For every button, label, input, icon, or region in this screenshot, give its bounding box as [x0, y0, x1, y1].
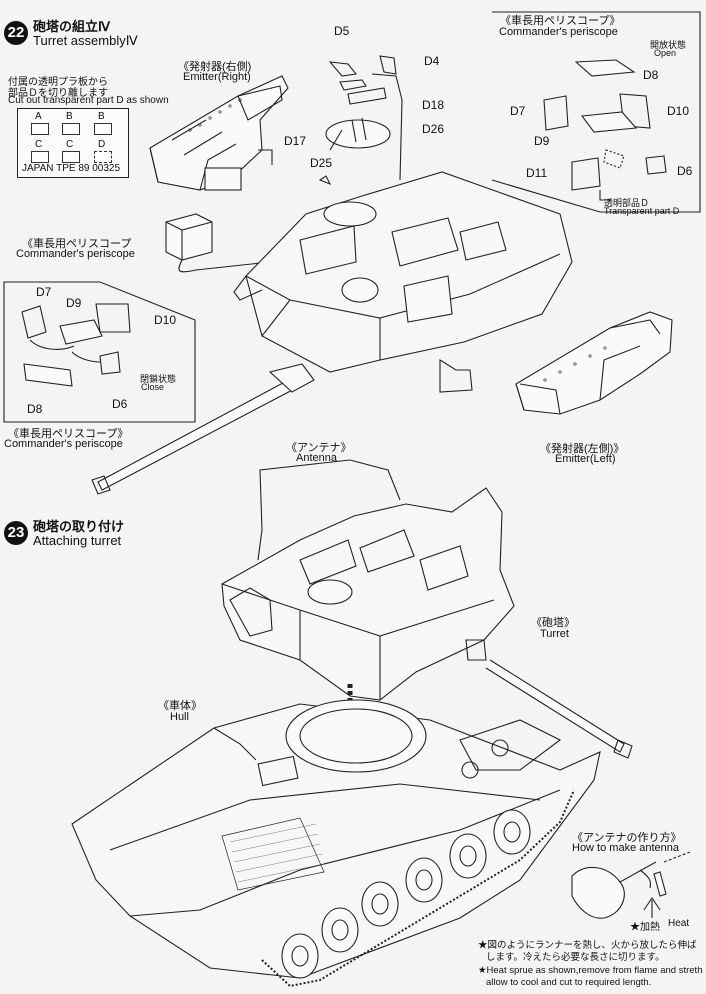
open-state-en: Open	[654, 48, 677, 58]
part-d26: D26	[422, 122, 445, 136]
step-22-number: 22	[4, 21, 28, 45]
sheet-cell-b2	[94, 123, 112, 135]
sheet-label-c1: C	[35, 139, 43, 150]
antenna-note-jp-1: ★図のようにランナーを熱し、火から放したら伸ば	[478, 940, 697, 951]
sheet-label-a: A	[35, 111, 42, 122]
make-antenna-label-jp: 《アンテナの作り方》	[572, 832, 682, 844]
close-inset-title-en: Commander's periscope	[4, 438, 123, 450]
antenna-howto-drawing	[571, 851, 691, 919]
sheet-cell-c1	[31, 151, 49, 163]
close-state-en: Close	[141, 382, 165, 392]
antenna-label-en: Antenna	[296, 452, 337, 464]
sheet-label-b1: B	[66, 111, 73, 122]
open-inset-title-en: Commander's periscope	[499, 26, 618, 38]
open-part-d11: D11	[526, 166, 548, 180]
step-23-title-en: Attaching turret	[33, 533, 122, 548]
close-inset-frame	[3, 281, 196, 423]
close-part-d7: D7	[36, 285, 52, 299]
sheet-label-d: D	[98, 139, 106, 150]
step-22-title-en: Turret assemblyⅣ	[33, 33, 138, 48]
close-part-d8: D8	[27, 402, 43, 416]
open-inset-title-jp: 《車長用ペリスコープ》	[500, 15, 621, 27]
transparent-part-en: Transparent part D	[604, 206, 680, 216]
antenna-label-jp: 《アンテナ》	[286, 442, 352, 454]
sheet-label-b2: B	[98, 111, 105, 122]
turret-drawing-step22	[91, 171, 573, 495]
make-antenna-label-en: How to make antenna	[572, 842, 680, 854]
cmd-periscope-label-jp: 《車長用ペリスコープ	[22, 238, 132, 250]
close-part-d10: D10	[154, 313, 177, 327]
cmd-periscope-label-en: Commander's periscope	[16, 248, 135, 260]
close-part-d6: D6	[112, 397, 128, 411]
periscope-box-drawing	[165, 213, 271, 273]
turret-label-en: Turret	[540, 628, 569, 640]
emitter-right-label-jp: 《発射器(右側)	[178, 61, 252, 73]
antenna-note-en-1: ★Heat sprue as shown,remove from flame a…	[478, 965, 703, 976]
emitter-right-drawing	[149, 75, 289, 191]
close-periscope-parts-drawing	[21, 303, 131, 387]
emitter-left-drawing	[515, 311, 673, 415]
sheet-cell-a	[31, 123, 49, 135]
sheet-label-c2: C	[66, 139, 74, 150]
small-parts-drawing	[318, 55, 403, 186]
transparent-part-jp: 透明部品Ｄ	[604, 198, 650, 208]
part-d5: D5	[334, 24, 350, 38]
open-periscope-parts-drawing	[543, 59, 667, 201]
heat-label-jp: ★加熱	[630, 922, 660, 933]
turret-label-jp: 《砲塔》	[531, 617, 575, 629]
step-22-title-jp: 砲塔の組立Ⅳ	[33, 19, 110, 34]
cut-note-jp-1: 付属の透明プラ板から	[8, 77, 108, 88]
transparent-sheet: A B B C C D	[17, 108, 129, 178]
open-part-d9: D9	[534, 134, 550, 148]
open-part-d6: D6	[677, 164, 693, 178]
hull-label-jp: 《車体》	[158, 700, 202, 712]
hull-drawing	[71, 699, 601, 988]
open-inset-frame	[491, 11, 701, 213]
cut-note-en: Cut out transparent part D as shown	[8, 95, 169, 106]
open-state-jp: 開放状態	[650, 40, 687, 50]
turret-drawing-step23	[221, 487, 633, 759]
part-d25: D25	[310, 156, 333, 170]
emitter-left-label-jp: 《発射器(左側)》	[540, 443, 625, 455]
hull-label-en: Hull	[170, 711, 189, 723]
part-d17: D17	[284, 134, 307, 148]
heat-label-en: Heat	[668, 918, 690, 929]
sheet-code: JAPAN TPE 89 00325	[22, 163, 121, 174]
emitter-right-label-en: Emitter(Right)	[183, 71, 251, 83]
sheet-cell-c2	[62, 151, 80, 163]
part-d18: D18	[422, 98, 445, 112]
emitter-left-label-en: Emitter(Left)	[555, 453, 616, 465]
step-23-title-jp: 砲塔の取り付け	[33, 519, 125, 534]
sheet-cell-b1	[62, 123, 80, 135]
antenna-note-en-2: allow to cool and cut to required length…	[486, 977, 652, 988]
antenna-lines-drawing	[257, 459, 401, 561]
open-part-d8: D8	[643, 68, 659, 82]
open-part-d7: D7	[510, 104, 526, 118]
sheet-cell-d	[94, 151, 112, 163]
cut-note-jp-2: 部品Ｄを切り離します	[8, 88, 108, 99]
close-state-jp: 閉鎖状態	[140, 374, 177, 384]
close-inset-title-jp: 《車長用ペリスコープ》	[8, 428, 129, 440]
step-23-number: 23	[4, 521, 28, 545]
open-part-d10: D10	[667, 104, 690, 118]
antenna-note-jp-2: します。冷えたら必要な長さに切ります。	[486, 952, 665, 963]
part-d4: D4	[424, 54, 440, 68]
close-part-d9: D9	[66, 296, 82, 310]
